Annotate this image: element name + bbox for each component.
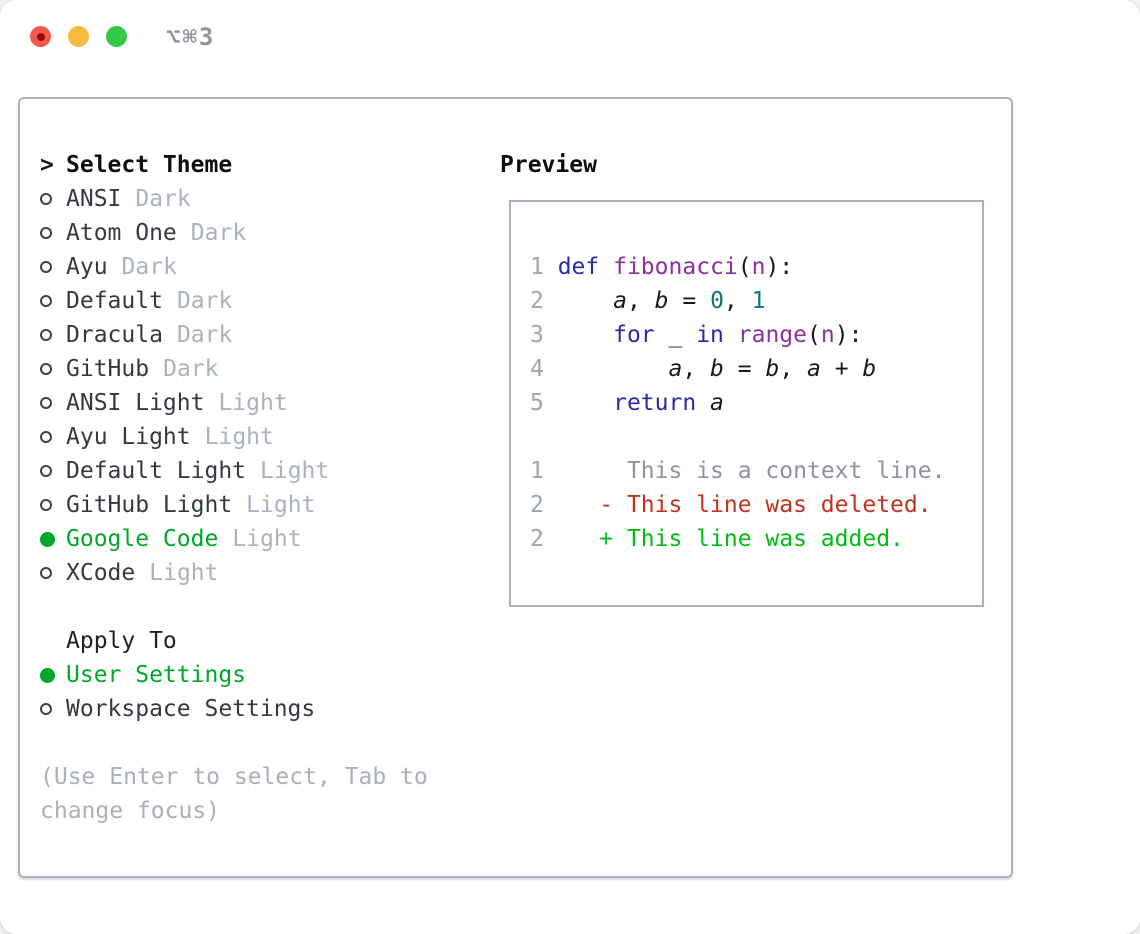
option-label: XCode: [66, 560, 136, 586]
code-line: 5 return a: [530, 390, 724, 416]
radio-selected-icon: [40, 667, 66, 683]
option-label: Ayu: [66, 254, 108, 280]
code-line: 2 + This line was added.: [530, 526, 904, 552]
radio-icon: [40, 193, 66, 205]
theme-option-atom-one[interactable]: Atom One Dark: [40, 216, 329, 250]
theme-option-ansi-light[interactable]: ANSI Light Light: [40, 386, 329, 420]
option-label: Ayu Light: [66, 424, 191, 450]
option-variant-tag: Dark: [176, 288, 233, 314]
theme-option-ayu[interactable]: Ayu Dark: [40, 250, 329, 284]
circle-icon: [40, 431, 52, 443]
theme-option-ayu-light[interactable]: Ayu Light Light: [40, 420, 329, 454]
theme-option-default-light[interactable]: Default Light Light: [40, 454, 329, 488]
radio-icon: [40, 567, 66, 579]
option-label: User Settings: [66, 662, 247, 688]
radio-icon: [40, 703, 66, 715]
option-label: GitHub: [66, 356, 150, 382]
circle-icon: [40, 363, 52, 375]
option-label: Default Light: [66, 458, 247, 484]
radio-icon: [40, 227, 66, 239]
window-title: ⌥⌘3: [166, 23, 216, 51]
traffic-lights: [30, 26, 127, 47]
code-line: [530, 420, 982, 454]
apply-option-workspace-settings[interactable]: Workspace Settings: [40, 692, 315, 726]
code-line: 1 This is a context line.: [530, 458, 946, 484]
code-line: 3 for _ in range(n):: [530, 322, 863, 348]
theme-list-title: Select Theme: [66, 152, 233, 178]
circle-icon: [40, 703, 52, 715]
apply-to-header: Apply To: [40, 624, 315, 658]
code-line: 4 a, b = b, a + b: [530, 356, 877, 382]
hint-text: (Use Enter to select, Tab to change focu…: [40, 760, 428, 828]
prompt-icon: >: [40, 152, 54, 178]
option-variant-tag: Dark: [176, 322, 233, 348]
circle-icon: [40, 465, 52, 477]
circle-icon: [40, 193, 52, 205]
radio-icon: [40, 465, 66, 477]
option-variant-tag: Light: [232, 526, 302, 552]
apply-to-title: Apply To: [66, 628, 177, 654]
circle-icon: [40, 227, 52, 239]
option-label: Default: [66, 288, 163, 314]
option-variant-tag: Light: [204, 424, 274, 450]
code-line: 2 - This line was deleted.: [530, 492, 932, 518]
option-variant-tag: Dark: [135, 186, 191, 212]
option-label: Dracula: [66, 322, 163, 348]
option-variant-tag: Light: [149, 560, 219, 586]
apply-option-user-settings[interactable]: User Settings: [40, 658, 315, 692]
option-label: ANSI Light: [66, 390, 205, 416]
theme-option-dracula[interactable]: Dracula Dark: [40, 318, 329, 352]
theme-option-ansi[interactable]: ANSI Dark: [40, 182, 329, 216]
option-label: Google Code: [66, 526, 219, 552]
theme-option-google-code[interactable]: Google Code Light: [40, 522, 329, 556]
zoom-button[interactable]: [106, 26, 127, 47]
theme-list-header: > Select Theme: [40, 148, 329, 182]
radio-selected-icon: [40, 531, 66, 547]
theme-option-github[interactable]: GitHub Dark: [40, 352, 329, 386]
option-label: ANSI: [66, 186, 122, 212]
radio-icon: [40, 295, 66, 307]
option-label: Atom One: [66, 220, 177, 246]
radio-icon: [40, 397, 66, 409]
radio-icon: [40, 499, 66, 511]
circle-icon: [40, 329, 52, 341]
theme-option-github-light[interactable]: GitHub Light Light: [40, 488, 329, 522]
circle-icon: [40, 397, 52, 409]
option-label: GitHub Light: [66, 492, 233, 518]
hint-line-2: change focus): [40, 798, 221, 824]
minimize-button[interactable]: [68, 26, 89, 47]
code-line: 1 def fibonacci(n):: [530, 254, 794, 280]
hint-line-1: (Use Enter to select, Tab to: [40, 764, 428, 790]
filled-dot-icon: [40, 667, 55, 683]
option-variant-tag: Dark: [121, 254, 177, 280]
option-variant-tag: Light: [246, 492, 316, 518]
code-preview: 1 def fibonacci(n): 2 a, b = 0, 1 3 for _ …: [530, 250, 982, 556]
radio-icon: [40, 431, 66, 443]
radio-icon: [40, 363, 66, 375]
option-variant-tag: Dark: [163, 356, 219, 382]
circle-icon: [40, 567, 52, 579]
close-button-dot: [36, 32, 45, 41]
preview-panel: 1 def fibonacci(n): 2 a, b = 0, 1 3 for _ …: [509, 200, 984, 607]
option-variant-tag: Light: [260, 458, 330, 484]
theme-option-xcode[interactable]: XCode Light: [40, 556, 329, 590]
code-line: 2 a, b = 0, 1: [530, 288, 766, 314]
radio-icon: [40, 329, 66, 341]
preview-title: Preview: [500, 152, 597, 178]
option-label: Workspace Settings: [66, 696, 316, 722]
circle-icon: [40, 499, 52, 511]
option-variant-tag: Light: [218, 390, 288, 416]
filled-dot-icon: [40, 531, 55, 547]
radio-icon: [40, 261, 66, 273]
close-button[interactable]: [30, 26, 51, 47]
option-variant-tag: Dark: [190, 220, 247, 246]
circle-icon: [40, 295, 52, 307]
theme-option-default[interactable]: Default Dark: [40, 284, 329, 318]
circle-icon: [40, 261, 52, 273]
